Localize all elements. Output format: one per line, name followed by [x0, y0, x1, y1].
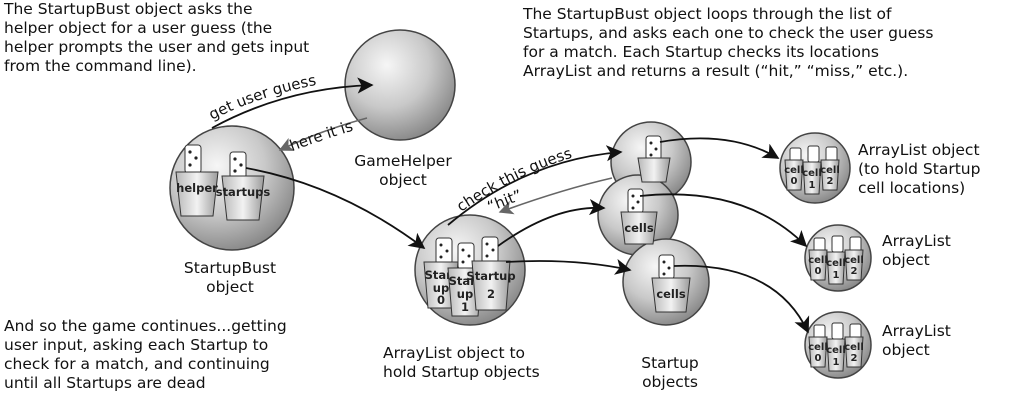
label-here-it-is: here it is [287, 117, 355, 155]
arrow-here-it-is [278, 117, 368, 151]
cup-startup-2: Startup 2 [466, 236, 516, 311]
cell-label-1: cell [802, 168, 822, 179]
cell-label-0: cell [808, 342, 828, 353]
cup-label-cells-2: cells [656, 287, 686, 301]
continue-note: And so the game continues...getting user… [4, 317, 287, 392]
cup-startup-obj-2: cells [620, 188, 658, 245]
arraylist-startups-label: ArrayList object to hold Startup objects [383, 344, 540, 381]
arraylist-1-label: ArrayList object (to hold Startup cell l… [858, 141, 981, 197]
cup-label-helper: helper [176, 181, 218, 195]
cell-index-2: 2 [851, 353, 858, 364]
cell-label-2: cell [844, 255, 864, 266]
cell-index-0: 0 [815, 353, 822, 364]
gamehelper-sphere [344, 29, 456, 141]
cup-startup-obj-1 [637, 135, 671, 183]
cell-index-1: 1 [833, 357, 840, 368]
arrow-get-user-guess [211, 77, 374, 129]
cell-cups-1: cell 0 cell 1 cell 2 [784, 145, 840, 195]
cup-startups: startups [216, 151, 271, 221]
arraylist-3-label: ArrayList object [882, 322, 951, 359]
cell-index-1: 1 [833, 270, 840, 281]
cell-label-2: cell [844, 342, 864, 353]
cell-index-0: 0 [815, 266, 822, 277]
arrow-to-arraylist-2 [639, 193, 808, 248]
cell-cups-2: cell 0 cell 1 cell 2 [808, 235, 864, 285]
cell-cups-3: cell 0 cell 1 cell 2 [808, 322, 864, 372]
cup-startup-obj-3: cells [651, 254, 691, 313]
cell-index-2: 2 [827, 176, 834, 187]
arrow-to-startup-2 [497, 199, 606, 247]
helper-note: The StartupBust object asks the helper o… [4, 0, 310, 75]
cell-index-2: 2 [851, 266, 858, 277]
arrow-to-arraylist-3 [673, 264, 810, 334]
cup-label-startups: startups [216, 185, 271, 199]
startupbust-label: StartupBust object [183, 259, 277, 296]
cell-label-0: cell [808, 255, 828, 266]
cell-index-0: 0 [791, 176, 798, 187]
arraylist-2-label: ArrayList object [882, 232, 951, 269]
cell-label-0: cell [784, 165, 804, 176]
arrow-check-this-guess [447, 145, 623, 226]
label-get-user-guess: get user guess [206, 71, 318, 124]
cell-label-1: cell [826, 345, 846, 356]
cup-startup-2-line1: Startup [466, 269, 515, 283]
arrow-to-startup-3 [505, 258, 632, 275]
loop-note: The StartupBust object loops through the… [523, 5, 934, 80]
cup-startup-2-line2: 2 [487, 287, 495, 301]
cup-label-cells-1: cells [624, 221, 654, 235]
cup-startup-0-line2: up [433, 281, 449, 295]
cell-index-1: 1 [809, 180, 816, 191]
cup-startup-0-line3: 0 [437, 293, 445, 307]
cup-startup-1-line2: up [457, 287, 473, 301]
cell-label-2: cell [820, 165, 840, 176]
gamehelper-label: GameHelper object [354, 152, 452, 189]
arrow-to-arraylist-1 [659, 137, 780, 159]
arrow-hit [498, 177, 613, 215]
arrow-to-arraylist [245, 167, 426, 249]
cell-label-1: cell [826, 258, 846, 269]
cup-helper: helper [175, 144, 219, 217]
startups-label: Startup objects [641, 354, 699, 391]
cup-startup-1-line3: 1 [461, 300, 469, 314]
